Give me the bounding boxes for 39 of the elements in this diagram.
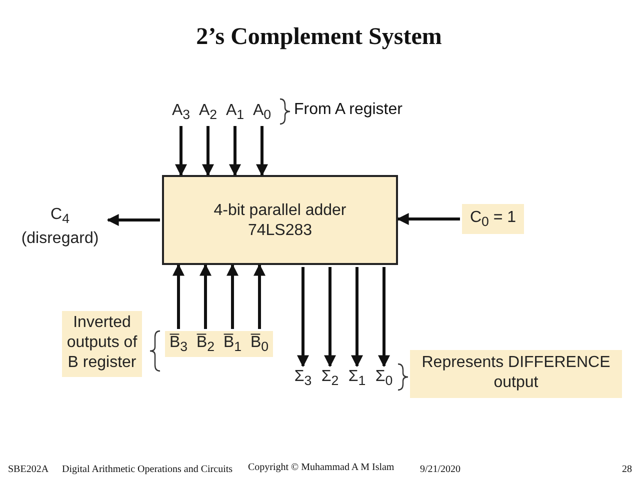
input-label: B̅$_{3}$ — [165, 331, 192, 357]
input-label: B̅$_{2}$ — [192, 331, 219, 357]
footer-text: Digital Arithmetic Operations and Circuits — [62, 464, 233, 475]
title: 2’s Complement System — [195, 24, 443, 51]
arrow — [396, 213, 460, 225]
label-text: C$_{4}$ — [50, 205, 70, 228]
output-label: Σ$_{1}$ — [345, 366, 369, 390]
arrow — [324, 267, 336, 368]
footer-text: SBE202A — [8, 464, 49, 475]
arrow — [200, 264, 212, 329]
arrow — [202, 126, 214, 176]
annotation: From A register — [294, 101, 402, 119]
output-label: Σ$_{2}$ — [318, 366, 342, 390]
note-box: Represents DIFFERENCE output — [410, 350, 622, 398]
arrow — [226, 264, 238, 329]
output-label: Σ$_{0}$ — [372, 366, 396, 390]
arrow — [351, 267, 363, 368]
input-label: A$_{0}$ — [250, 100, 274, 124]
arrow — [254, 264, 266, 329]
note-box: Inverted outputs of B register — [62, 311, 142, 377]
output-label: Σ$_{3}$ — [291, 366, 315, 390]
arrow — [256, 126, 268, 176]
carry-in-box: C$_{0}$ = 1 — [462, 204, 524, 234]
footer-text: 9/21/2020 — [420, 464, 461, 475]
footer-text: 28 — [622, 464, 632, 475]
arrow — [229, 126, 241, 176]
label-text: (disregard) — [20, 229, 100, 250]
arrow — [297, 267, 309, 368]
input-label: B̅$_{0}$ — [246, 331, 273, 357]
arrow — [378, 267, 390, 368]
input-label: A$_{2}$ — [196, 100, 220, 124]
footer-text: Copyright © Muhammad A M Islam — [248, 462, 394, 473]
adder-block: 4-bit parallel adder 74LS283 — [162, 175, 398, 265]
input-label: B̅$_{1}$ — [219, 331, 246, 357]
input-label: A$_{3}$ — [169, 100, 193, 124]
arrow — [172, 264, 184, 329]
input-label: A$_{1}$ — [223, 100, 247, 124]
arrow — [175, 126, 187, 176]
arrow — [106, 214, 160, 226]
